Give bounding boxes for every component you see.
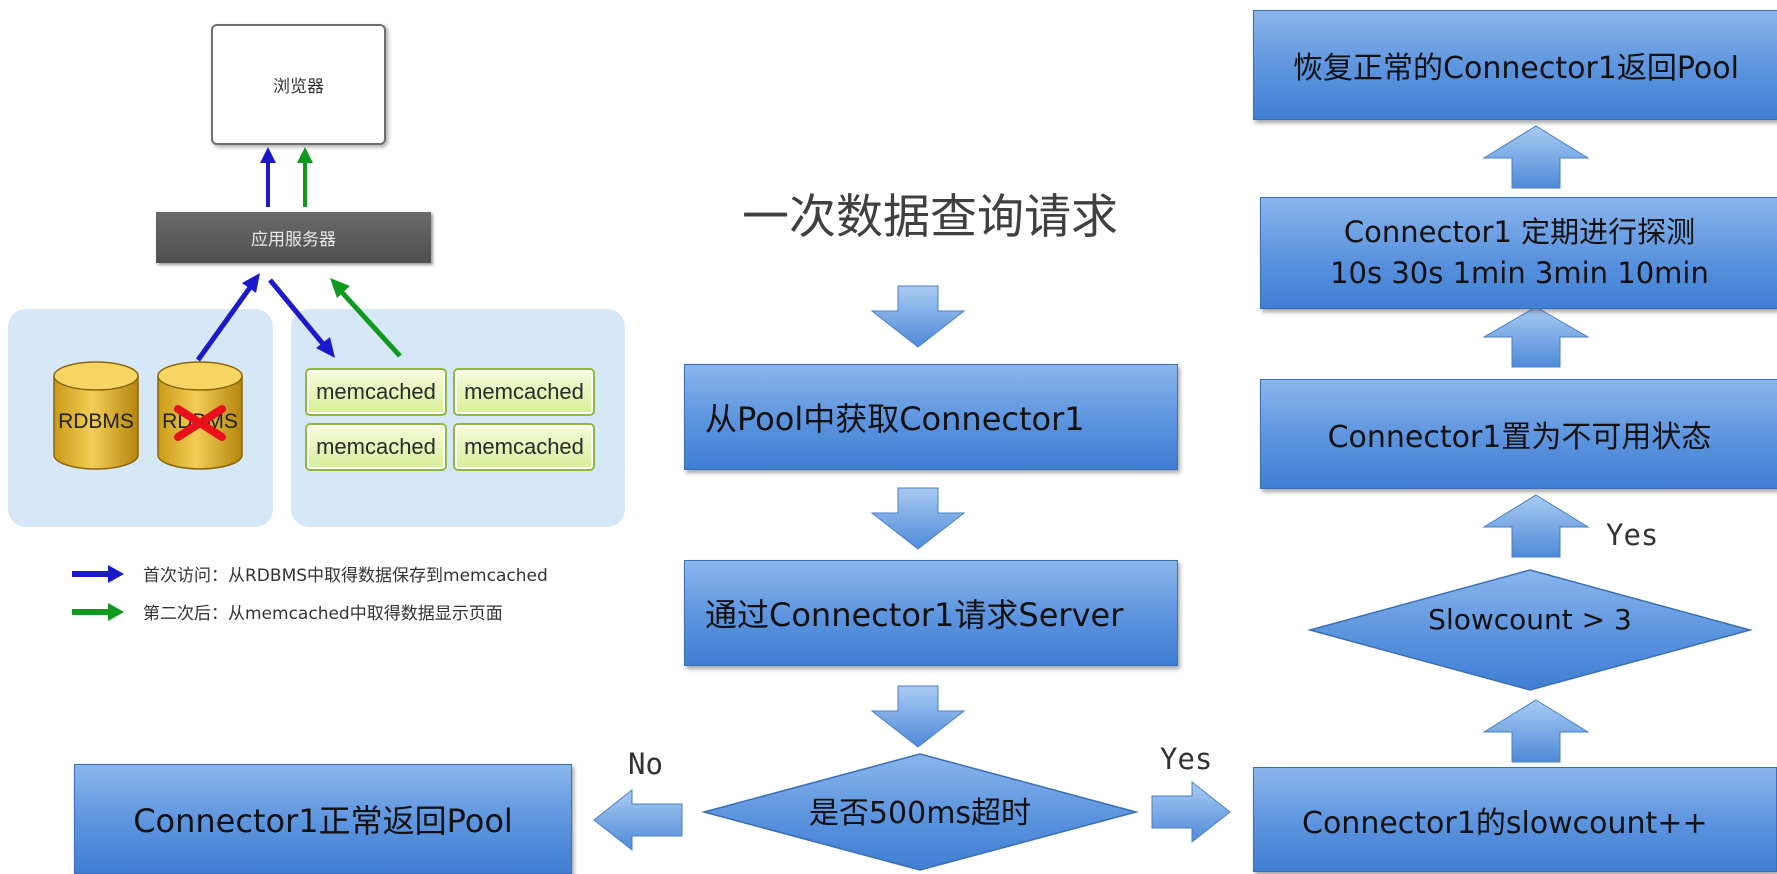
access-arrows-diagonal [195, 273, 402, 362]
step-set-unavailable: Connector1置为不可用状态 [1260, 379, 1777, 489]
decision-timeout-label: 是否500ms超时 [808, 796, 1032, 831]
rdbms-cylinder-1 [53, 361, 139, 470]
step-restore-label: 恢复正常的Connector1返回Pool [1293, 51, 1739, 86]
up-arrow-2 [1482, 494, 1590, 558]
app-server-box: 应用服务器 [156, 212, 431, 263]
step-get-connector-label: 从Pool中获取Connector1 [705, 400, 1085, 438]
memcached-label: memcached [316, 379, 436, 404]
step-periodic-probe-line2: 10s 30s 1min 3min 10min [1330, 256, 1709, 290]
memcached-node-2: memcached [453, 368, 595, 416]
rdbms-label-1: RDBMS [58, 410, 134, 433]
decision-slowcount-shape [1307, 569, 1753, 691]
step-set-unavailable-label: Connector1置为不可用状态 [1327, 420, 1712, 455]
failed-cross-icon [174, 405, 226, 441]
memcached-label: memcached [464, 379, 584, 404]
up-arrow-4 [1482, 125, 1590, 189]
down-arrow-2 [870, 487, 966, 550]
step-periodic-probe-line1: Connector1 定期进行探测 [1343, 215, 1696, 249]
browser-box: 浏览器 [211, 24, 386, 145]
browser-label: 浏览器 [273, 77, 324, 97]
yes-label-up: Yes [1606, 518, 1659, 552]
step-restore: 恢复正常的Connector1返回Pool [1253, 10, 1777, 120]
left-arrow [593, 788, 683, 852]
memcached-node-1: memcached [305, 368, 447, 416]
legend-second-access: 第二次后：从memcached中取得数据显示页面 [143, 604, 503, 624]
memcached-label: memcached [316, 434, 436, 459]
flowchart-title: 一次数据查询请求 [742, 190, 1118, 245]
legend-first-access: 首次访问：从RDBMS中取得数据保存到memcached [143, 566, 548, 586]
memcached-node-3: memcached [305, 423, 447, 471]
memcached-label: memcached [464, 434, 584, 459]
legend-arrows [72, 565, 124, 621]
access-arrows-up [260, 147, 313, 207]
decision-slowcount-label: Slowcount > 3 [1428, 603, 1632, 636]
down-arrow-1 [870, 285, 966, 348]
step-periodic-probe: Connector1 定期进行探测 10s 30s 1min 3min 10mi… [1260, 197, 1777, 309]
decision-timeout-shape [701, 753, 1139, 871]
app-server-label: 应用服务器 [251, 230, 336, 250]
memcached-panel [291, 309, 625, 527]
step-slowcount-inc: Connector1的slowcount++ [1253, 767, 1777, 872]
step-request-server-label: 通过Connector1请求Server [705, 596, 1124, 634]
right-arrow [1151, 780, 1231, 844]
step-request-server: 通过Connector1请求Server [684, 560, 1178, 666]
step-normal-return: Connector1正常返回Pool [74, 764, 572, 874]
up-arrow-3 [1482, 306, 1590, 368]
step-get-connector: 从Pool中获取Connector1 [684, 364, 1178, 470]
up-arrow-1 [1482, 699, 1590, 763]
no-label: No [628, 747, 663, 781]
down-arrow-3 [870, 685, 966, 748]
yes-label-right: Yes [1160, 742, 1213, 776]
memcached-node-4: memcached [453, 423, 595, 471]
step-normal-return-label: Connector1正常返回Pool [133, 802, 513, 840]
step-slowcount-inc-label: Connector1的slowcount++ [1302, 805, 1708, 841]
